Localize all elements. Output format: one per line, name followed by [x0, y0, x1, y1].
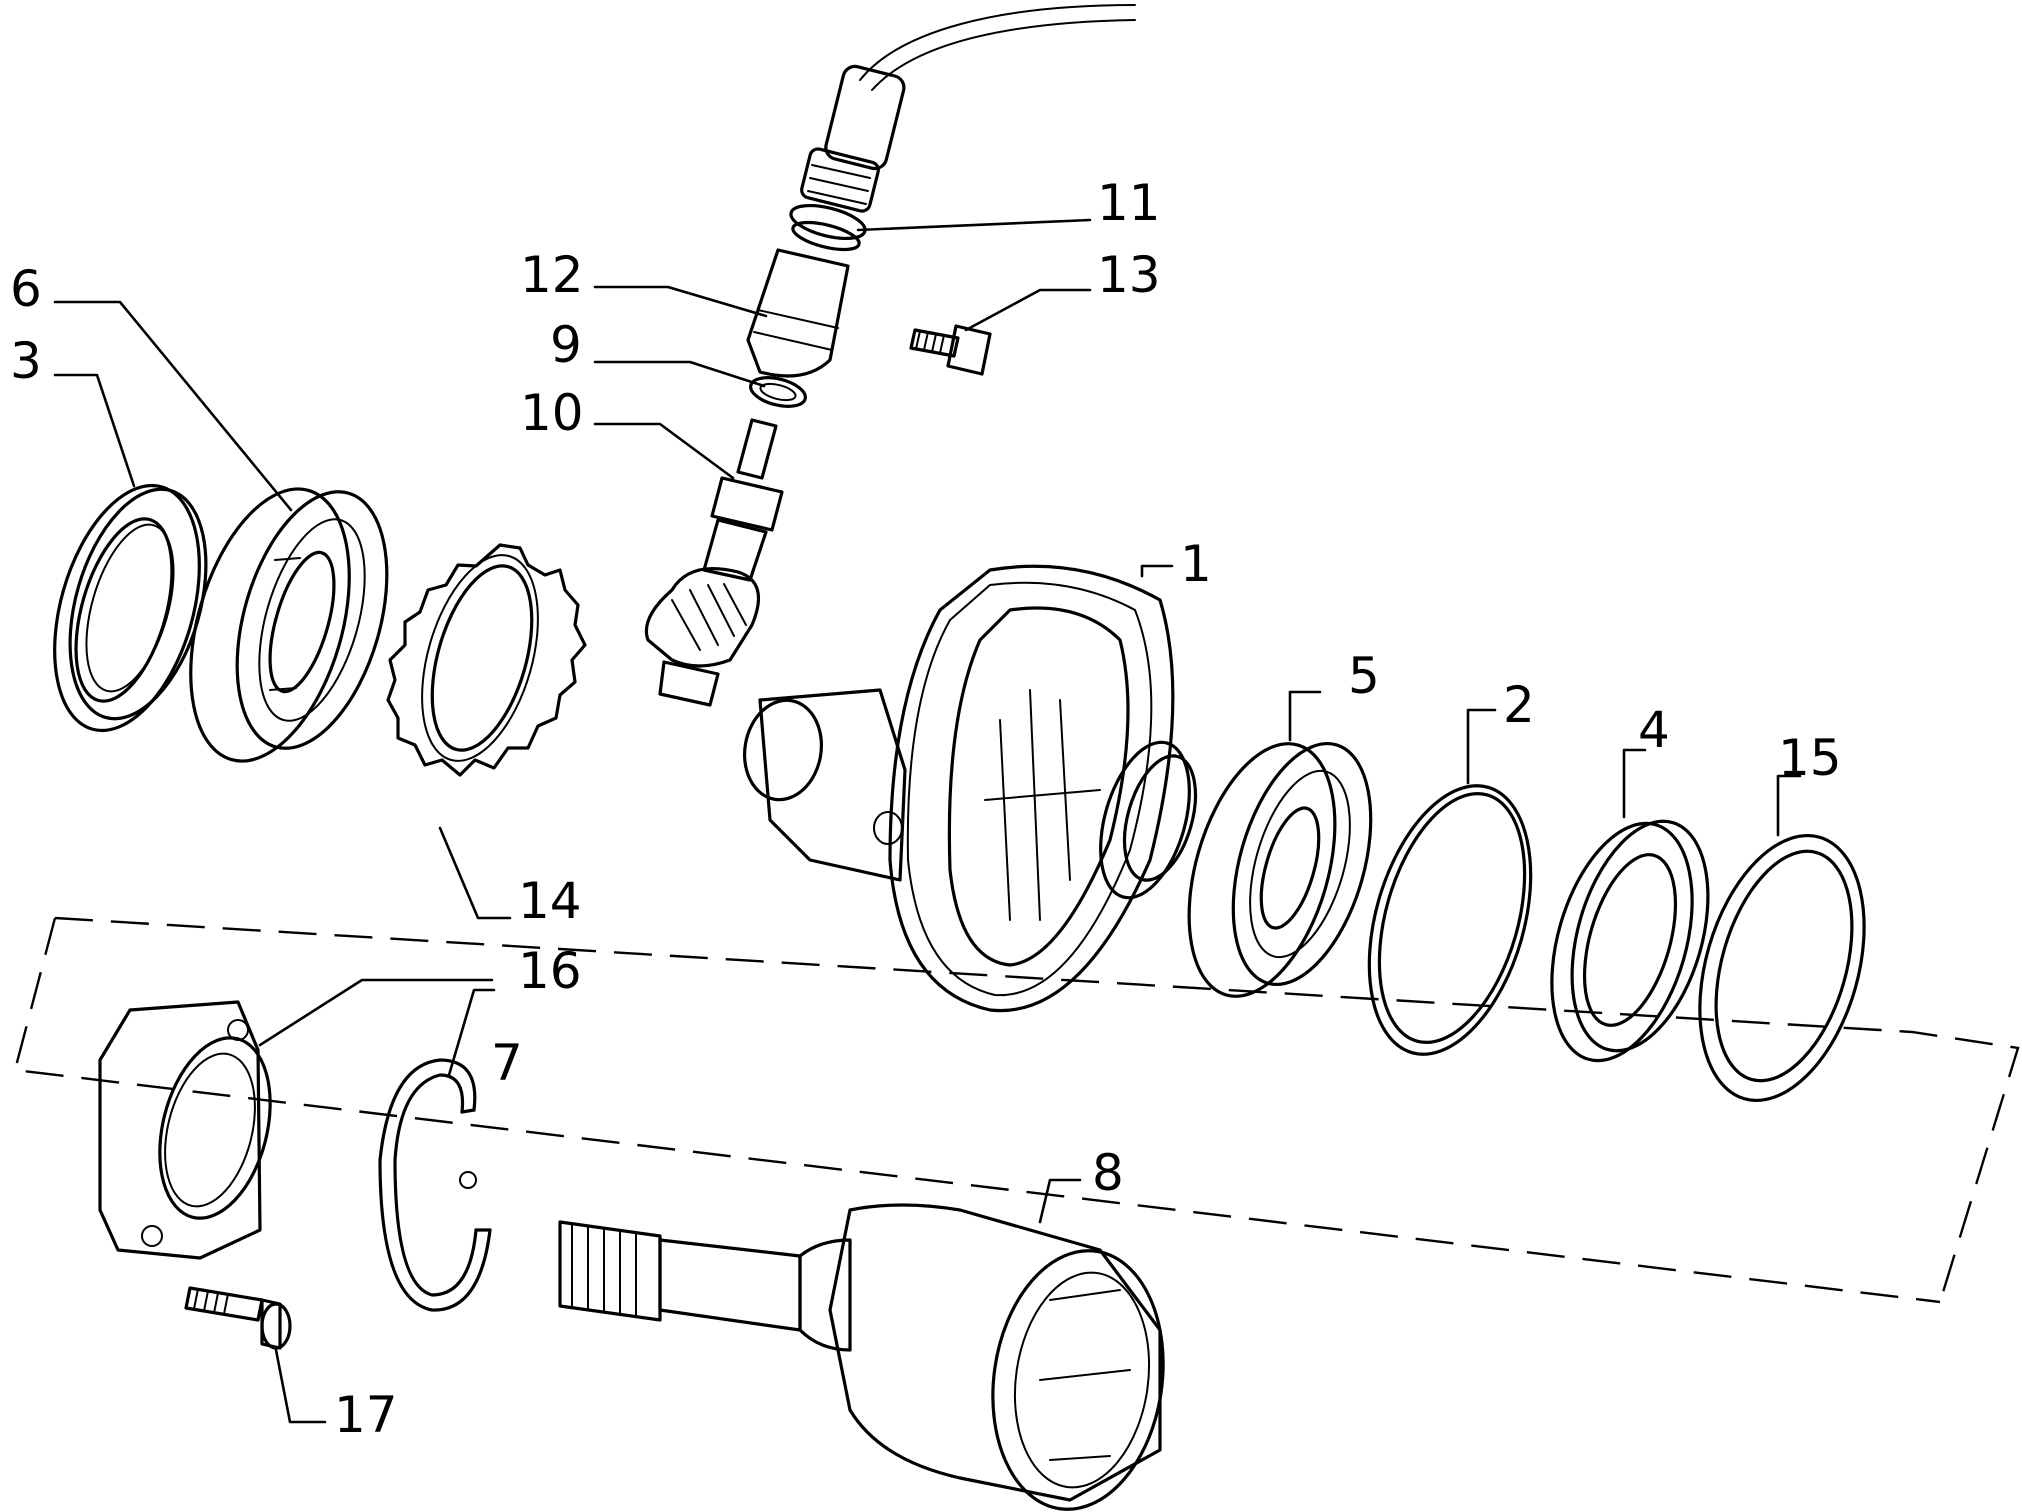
leader-13: [964, 288, 1092, 332]
part-1-differential: [742, 564, 1198, 1013]
part-15-shim: [1698, 834, 1866, 1102]
leader-6: [53, 300, 293, 512]
callout-4: 4: [1638, 701, 1670, 759]
leader-8: [1038, 1178, 1082, 1224]
leader-1: [1140, 564, 1174, 578]
part-9-oring: [749, 376, 807, 408]
part-7-circlip: [378, 1058, 492, 1312]
leader-17: [274, 1348, 327, 1424]
part-speedometer-cable: [800, 4, 1136, 213]
callout-13: 13: [1097, 246, 1161, 304]
callout-15: 15: [1778, 729, 1842, 787]
leader-10: [593, 422, 735, 480]
part-13-bolt: [909, 324, 992, 376]
leader-5: [1288, 690, 1322, 742]
callout-3: 3: [10, 332, 42, 390]
part-14-helical-gear: [386, 543, 587, 777]
part-2-ring: [1367, 784, 1533, 1056]
subassembly-dashed-boundary: [13, 916, 2020, 1304]
callout-7: 7: [491, 1034, 523, 1092]
leader-12: [593, 285, 768, 318]
part-11-oring: [789, 203, 867, 252]
callout-5: 5: [1348, 647, 1380, 705]
callout-16: 16: [518, 942, 582, 1000]
part-5-bearing: [1187, 741, 1373, 998]
part-4-oil-seal: [1550, 819, 1710, 1063]
callout-9: 9: [550, 316, 582, 374]
part-10-drive-pinion: [644, 418, 784, 707]
leader-15: [1776, 774, 1802, 837]
leader-9: [593, 360, 766, 388]
part-12-sleeve: [746, 248, 850, 378]
callout-12: 12: [520, 246, 584, 304]
callout-17: 17: [334, 1386, 398, 1444]
leader-11: [856, 218, 1092, 232]
part-8-drive-shaft: [558, 1203, 1165, 1511]
callout-6: 6: [10, 260, 42, 318]
callout-14: 14: [518, 872, 582, 930]
part-17-bolt: [184, 1286, 292, 1350]
leader-7: [447, 988, 496, 1077]
callout-labels: 1 2 3 4 5 6 7 8 9 10 11 12 13 14 15 16 1…: [10, 174, 1842, 1444]
leader-2: [1466, 708, 1497, 785]
leader-14: [438, 826, 512, 920]
leader-16: [258, 978, 494, 1047]
callout-11: 11: [1097, 174, 1161, 232]
callout-8: 8: [1092, 1144, 1124, 1202]
leader-4: [1622, 748, 1647, 819]
part-6-bearing: [189, 487, 389, 763]
leader-lines: [53, 218, 1802, 1424]
part-16-flange: [98, 1000, 272, 1260]
callout-2: 2: [1503, 676, 1535, 734]
leader-3: [53, 373, 136, 488]
callout-1: 1: [1180, 535, 1212, 593]
callout-10: 10: [520, 384, 584, 442]
